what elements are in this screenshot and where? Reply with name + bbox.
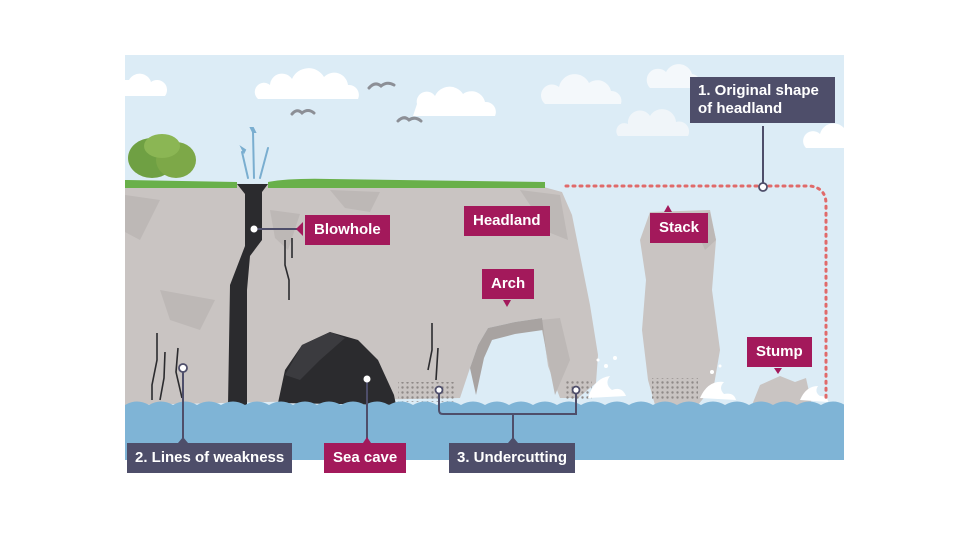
label-blowhole: Blowhole	[305, 215, 390, 245]
label-sea-cave: Sea cave	[324, 443, 406, 473]
label-stack: Stack	[650, 213, 708, 243]
label-lines-of-weakness: 2. Lines of weakness	[127, 443, 292, 473]
label-stump: Stump	[747, 337, 812, 367]
label-original-shape-line2: of headland	[698, 100, 827, 118]
sea-cave-marker	[364, 376, 371, 383]
label-original-shape: 1. Original shape of headland	[690, 77, 835, 123]
blowhole-marker	[251, 226, 258, 233]
label-original-shape-line1: 1. Original shape	[698, 82, 827, 100]
label-arch: Arch	[482, 269, 534, 299]
label-headland: Headland	[464, 206, 550, 236]
label-undercutting: 3. Undercutting	[449, 443, 575, 473]
stack-undercut-dots	[652, 378, 698, 400]
undercut-dots-left	[398, 382, 456, 402]
